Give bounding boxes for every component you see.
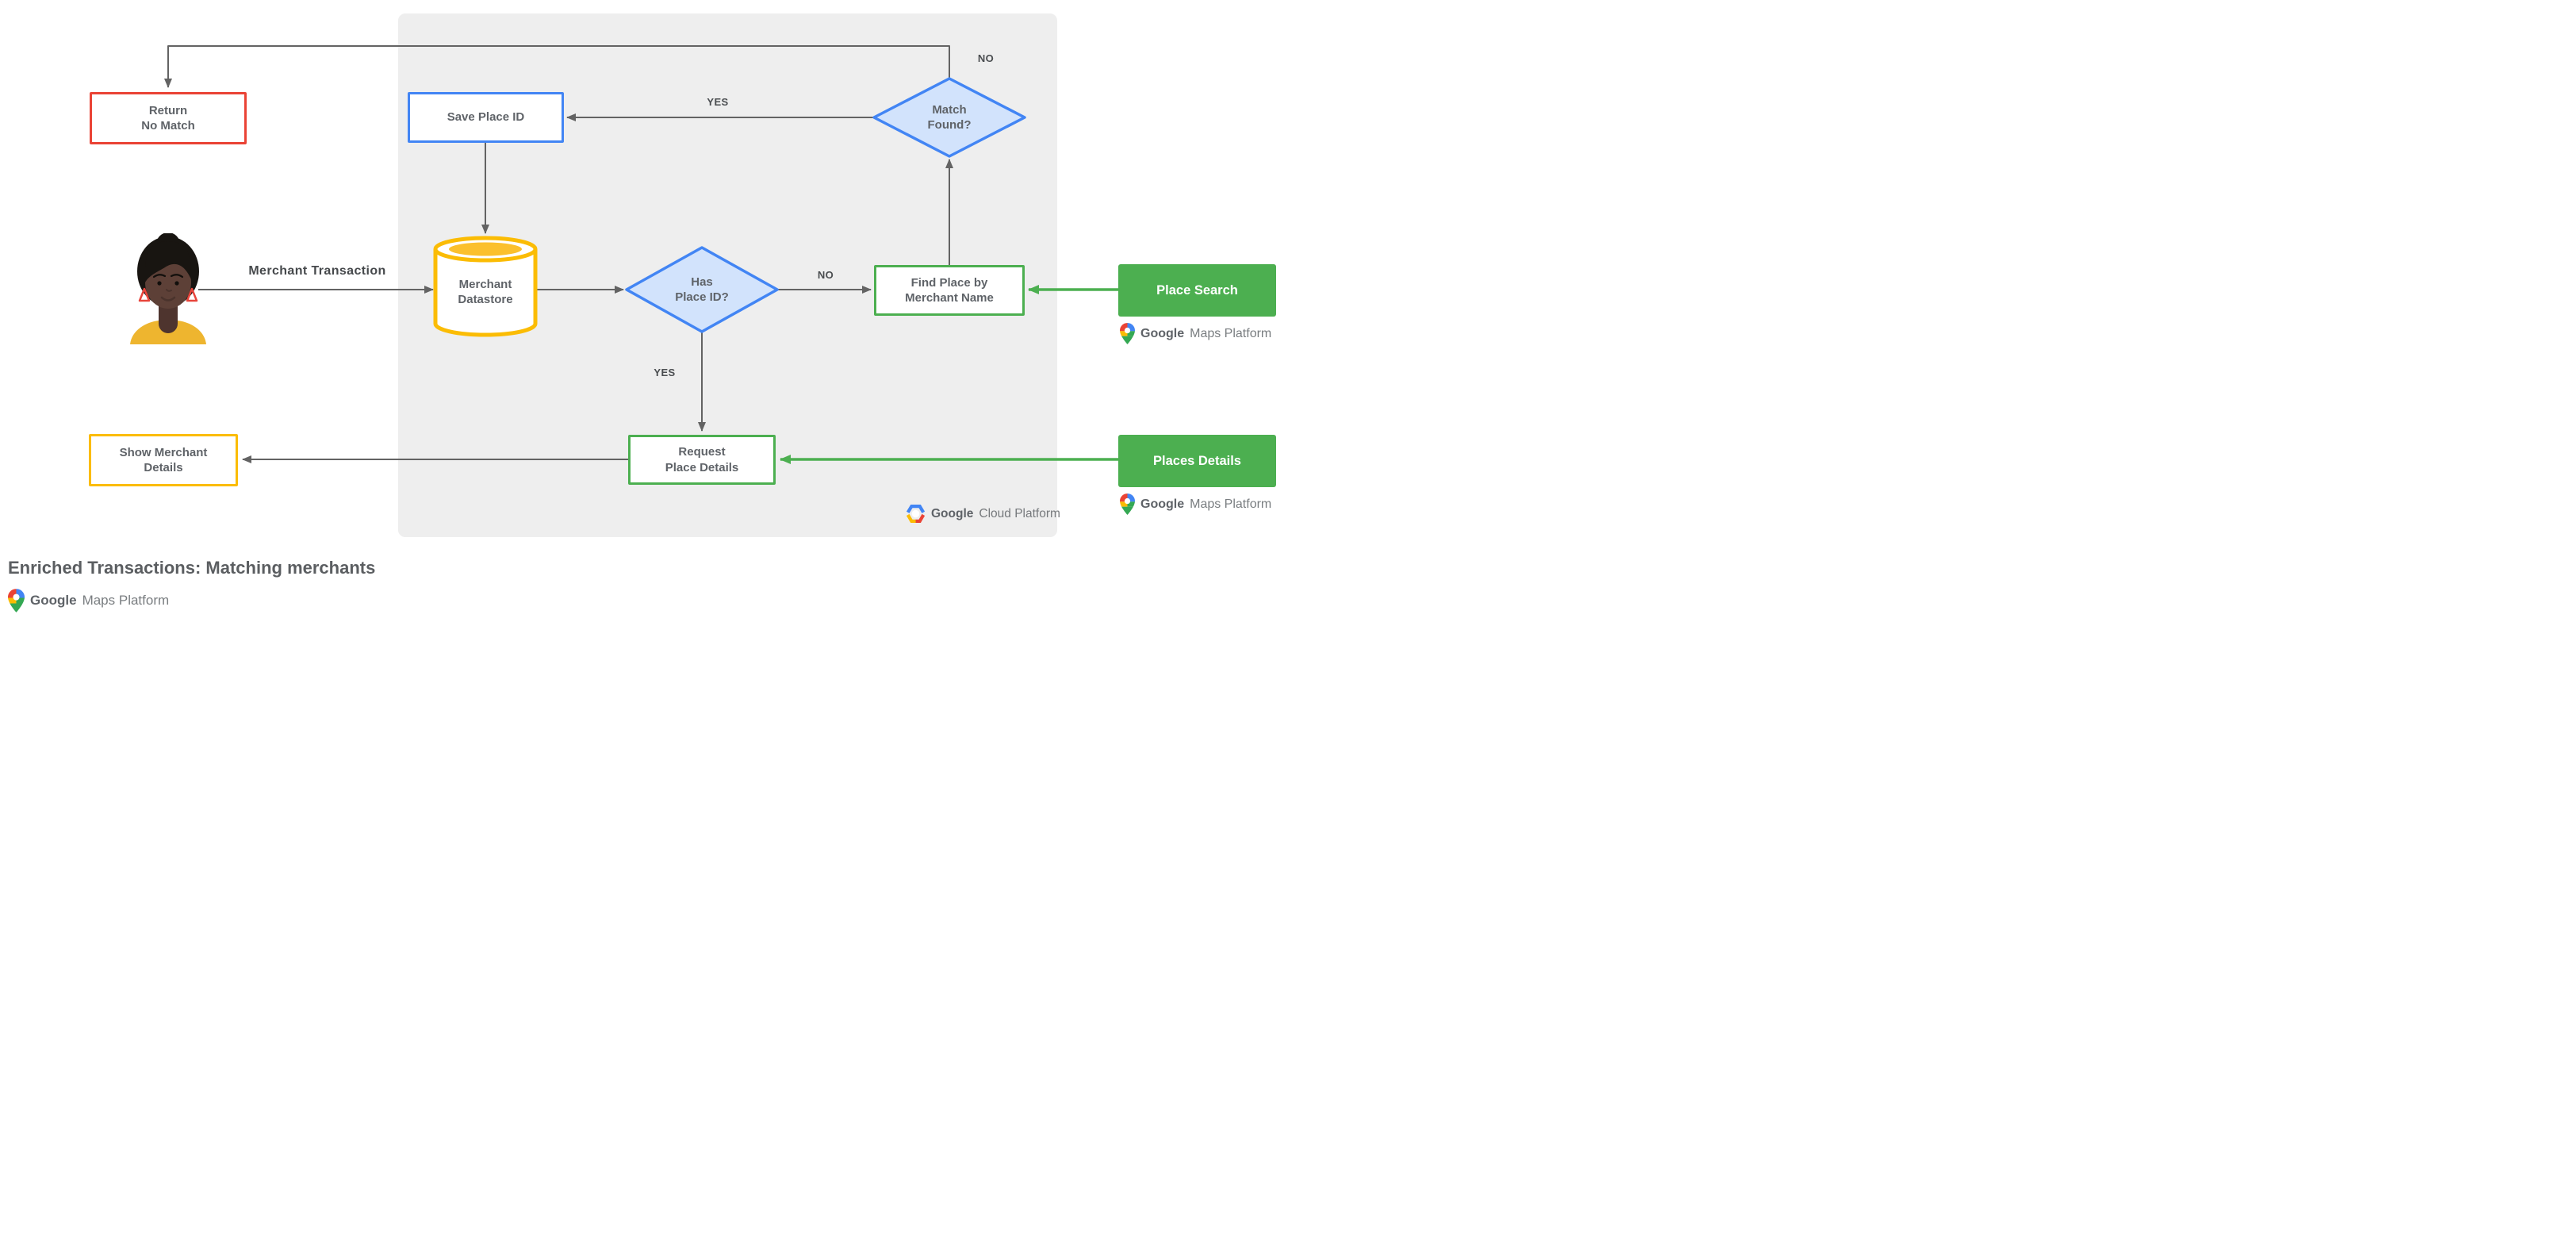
node-save-place-id: Save Place ID [408,92,564,143]
node-request-place-details: Request Place Details [628,435,776,485]
logo-text-google: Google [931,506,974,520]
avatar-mouth [160,296,176,301]
edge-label-has-place-id-no: NO [817,269,834,281]
edge-match-found-no-to-return [164,45,950,88]
edge-label-merchant-transaction: Merchant Transaction [248,264,386,278]
avatar-brow-left [152,274,167,278]
google-maps-platform-logo-places-details: Google Maps Platform [1120,494,1271,515]
gcp-hexagon-icon [906,505,926,523]
maps-pin-icon [1120,494,1135,515]
avatar-earring-left [138,287,151,302]
maps-pin-icon [1120,323,1135,344]
logo-text-cloud-platform: Cloud Platform [979,506,1060,520]
node-place-search-api: Place Search [1118,264,1276,317]
connector-layer [164,45,1118,464]
node-find-place-by-merchant-name: Find Place by Merchant Name [874,265,1025,316]
decision-match-found [872,77,1026,158]
logo-text-maps-platform: Maps Platform [1190,497,1272,511]
node-show-merchant-details: Show Merchant Details [89,434,238,486]
diagram-canvas: Return No Match Save Place ID Find Place… [0,0,1288,626]
avatar-brow-right [170,274,184,278]
edge-label-match-found-yes: YES [707,96,729,108]
node-places-details-api: Places Details [1118,435,1276,487]
google-maps-platform-logo-place-search: Google Maps Platform [1120,323,1271,344]
logo-text-google: Google [30,593,77,608]
diagram-title: Enriched Transactions: Matching merchant… [8,558,376,578]
maps-pin-icon [8,589,25,613]
avatar-eye-right [174,281,179,286]
avatar-eye-left [157,281,162,286]
datastore-cylinder [433,236,538,337]
google-maps-platform-logo-footer: Google Maps Platform [8,589,169,613]
logo-text-maps-platform: Maps Platform [1190,326,1272,340]
user-avatar [130,233,206,344]
edge-label-has-place-id-yes: YES [654,367,676,378]
avatar-nose [166,289,172,292]
decision-has-place-id [625,246,779,333]
avatar-hair-fringe [145,241,191,282]
logo-text-google: Google [1140,326,1185,340]
google-cloud-platform-logo: Google Cloud Platform [906,505,1060,523]
avatar-earring-right [186,287,198,302]
node-return-no-match: Return No Match [90,92,247,144]
logo-text-maps-platform: Maps Platform [82,593,170,608]
avatar-neck [159,300,178,333]
edge-label-match-found-no: NO [977,52,995,64]
logo-text-google: Google [1140,497,1185,511]
